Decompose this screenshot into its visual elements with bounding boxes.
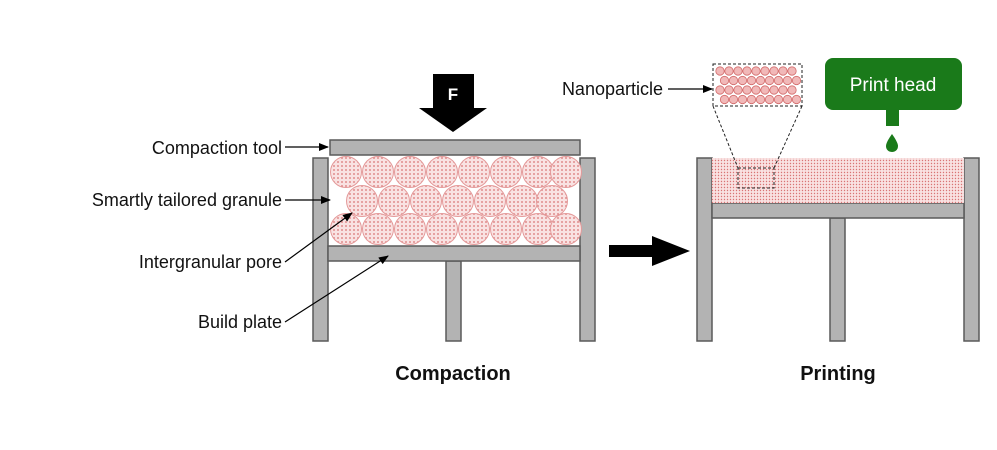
- nanoparticle: [742, 85, 752, 95]
- granule: [394, 213, 426, 245]
- granule: [458, 213, 490, 245]
- granule: [458, 156, 490, 188]
- nanoparticle: [755, 75, 766, 86]
- printing-center-leg: [829, 217, 846, 342]
- label-pore: Intergranular pore: [139, 252, 282, 272]
- process-arrow: [609, 236, 690, 266]
- granule: [474, 185, 506, 217]
- center-leg: [445, 260, 462, 342]
- nanoparticle: [751, 85, 761, 95]
- build-plate: [327, 245, 581, 262]
- granule: [442, 185, 474, 217]
- nanoparticle: [733, 85, 743, 95]
- compacted-powder-layer: [712, 158, 964, 203]
- granule: [550, 213, 582, 245]
- zoom-line-right: [773, 105, 803, 169]
- leader-build-plate: [284, 255, 389, 323]
- print-head-nozzle: [886, 108, 899, 126]
- nanoparticle: [769, 85, 779, 95]
- nanoparticle: [733, 66, 743, 76]
- force-label: F: [448, 85, 458, 104]
- label-nanoparticle: Nanoparticle: [562, 79, 663, 99]
- nanoparticle: [728, 75, 739, 86]
- zoom-source-box: [737, 167, 775, 189]
- granule: [506, 185, 538, 217]
- granule: [346, 185, 378, 217]
- granule: [330, 156, 362, 188]
- nanoparticle: [778, 66, 788, 76]
- force-arrow: F: [419, 74, 487, 132]
- granule: [490, 213, 522, 245]
- nanoparticle: [773, 94, 784, 105]
- nanoparticle: [719, 75, 730, 86]
- nanoparticle: [760, 66, 770, 76]
- caption-compaction: Compaction: [395, 363, 511, 385]
- nanoparticle: [773, 75, 784, 86]
- granule: [550, 156, 582, 188]
- nanoparticle: [791, 75, 802, 86]
- nanoparticle: [746, 75, 757, 86]
- print-head: Print head: [825, 58, 962, 152]
- granule: [362, 156, 394, 188]
- nanoparticle: [724, 66, 734, 76]
- nanoparticle: [724, 85, 734, 95]
- label-compaction-tool: Compaction tool: [152, 138, 282, 158]
- granule: [490, 156, 522, 188]
- nanoparticle: [787, 85, 797, 95]
- nanoparticle: [764, 94, 775, 105]
- nanoparticle: [782, 94, 793, 105]
- granule: [522, 213, 554, 245]
- nanoparticle: [791, 94, 802, 105]
- granule: [536, 185, 568, 217]
- nanoparticle: [728, 94, 739, 105]
- compaction-apparatus: [312, 139, 596, 342]
- nanoparticle: [760, 85, 770, 95]
- nanoparticle-grid: [715, 66, 802, 105]
- nanoparticle: [755, 94, 766, 105]
- compaction-tool: [329, 139, 581, 156]
- zoom-line-left: [712, 105, 739, 169]
- granule: [426, 213, 458, 245]
- nanoparticle: [746, 94, 757, 105]
- granule-bed: [330, 156, 582, 245]
- printing-left-wall: [696, 157, 713, 342]
- caption-printing: Printing: [800, 363, 876, 385]
- printing-build-plate: [711, 202, 965, 219]
- nanoparticle: [715, 66, 725, 76]
- printing-right-wall: [963, 157, 980, 342]
- nanoparticle: [742, 66, 752, 76]
- nanoparticle: [737, 94, 748, 105]
- nanoparticle: [764, 75, 775, 86]
- granule: [362, 213, 394, 245]
- left-wall: [312, 157, 329, 342]
- label-granule: Smartly tailored granule: [92, 190, 282, 210]
- leader-pore: [284, 212, 353, 263]
- granule: [394, 156, 426, 188]
- right-wall: [579, 157, 596, 342]
- nanoparticle: [737, 75, 748, 86]
- nanoparticle: [778, 85, 788, 95]
- granule: [410, 185, 442, 217]
- print-head-label: Print head: [850, 75, 937, 96]
- ink-droplet-icon: [886, 134, 898, 152]
- granule: [378, 185, 410, 217]
- granule: [426, 156, 458, 188]
- nanoparticle: [782, 75, 793, 86]
- print-head-body: [825, 58, 962, 110]
- nanoparticle: [751, 66, 761, 76]
- nanoparticle: [787, 66, 797, 76]
- granule: [522, 156, 554, 188]
- nanoparticle: [719, 94, 730, 105]
- granule: [330, 213, 362, 245]
- nanoparticle: [769, 66, 779, 76]
- nanoparticle: [715, 85, 725, 95]
- label-build-plate: Build plate: [198, 312, 282, 332]
- printing-apparatus: [696, 63, 980, 342]
